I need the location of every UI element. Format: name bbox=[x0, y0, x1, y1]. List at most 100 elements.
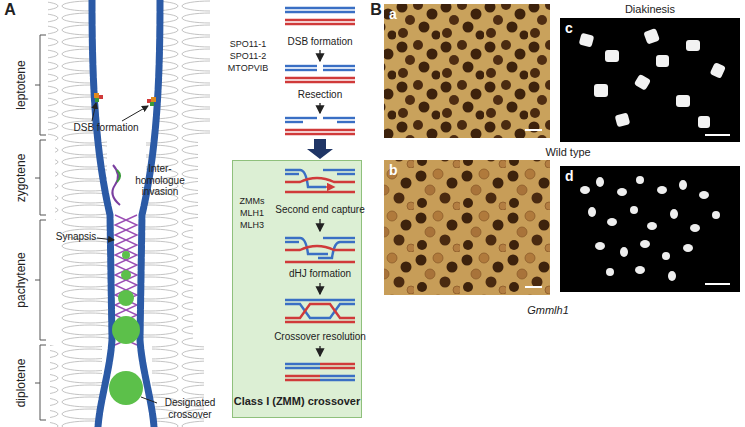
chromosome-spread bbox=[588, 207, 596, 217]
stage-label: diplotene bbox=[15, 359, 29, 408]
chromosome-spread bbox=[676, 95, 690, 107]
dna-duplex bbox=[323, 237, 355, 239]
strand-invasion bbox=[117, 170, 120, 182]
dna-duplex bbox=[285, 121, 303, 123]
chromosome-spread bbox=[634, 74, 651, 91]
chromosome-spread bbox=[620, 247, 628, 257]
callout-label: Inter-homologue invasion bbox=[125, 163, 195, 198]
step-label: Crossover resolution bbox=[274, 331, 366, 343]
micrograph-panel: a bbox=[384, 4, 550, 138]
crossover-focus bbox=[109, 251, 143, 405]
pollen-micrograph bbox=[384, 4, 550, 138]
micrograph-panel: b bbox=[384, 160, 550, 295]
chromosome-spread bbox=[679, 180, 687, 190]
dna-duplex bbox=[337, 121, 355, 123]
chromosome-spread bbox=[595, 242, 605, 250]
leader-line bbox=[92, 103, 96, 121]
protein-name: MTOPVIB bbox=[228, 63, 268, 73]
panel-letter: c bbox=[565, 20, 573, 36]
crossover-focus bbox=[121, 270, 131, 280]
chromosome-spread bbox=[686, 40, 700, 51]
chromosome-spread bbox=[670, 209, 678, 219]
dna-duplex bbox=[320, 375, 355, 377]
chromosome-spread bbox=[657, 186, 667, 194]
micrograph-panel: c bbox=[560, 18, 740, 142]
crossover-focus bbox=[112, 316, 140, 344]
chromosome-spread bbox=[615, 112, 631, 127]
chromosome-spread bbox=[605, 50, 619, 62]
dna-duplex bbox=[285, 367, 320, 369]
chromosome-spread bbox=[580, 176, 720, 281]
chromosome-spread bbox=[606, 268, 614, 276]
box-title: Class I (ZMM) crossover bbox=[234, 395, 361, 407]
dna-duplex bbox=[285, 11, 355, 13]
chromosome-spread bbox=[579, 28, 726, 128]
protein-name: SPO11-1 bbox=[230, 39, 266, 49]
chromosome-spread bbox=[640, 240, 650, 248]
dna-duplex bbox=[285, 77, 355, 79]
dna-duplex bbox=[323, 65, 355, 67]
dna-duplex bbox=[320, 379, 355, 381]
chromatin-loops bbox=[48, 0, 94, 140]
leader-line bbox=[141, 397, 157, 403]
leader-line bbox=[122, 106, 148, 121]
panel-title: Diakinesis bbox=[625, 3, 675, 16]
callout-label: Synapsis bbox=[56, 231, 97, 243]
dna-duplex bbox=[285, 117, 317, 119]
flow-arrow bbox=[319, 103, 320, 113]
chromosome-spread bbox=[636, 176, 644, 184]
dna-duplex bbox=[285, 23, 355, 25]
crossover-focus bbox=[118, 290, 134, 306]
chromosome-spread bbox=[560, 166, 740, 292]
callout-label: DSB formation bbox=[73, 122, 138, 134]
dna-duplex bbox=[285, 299, 355, 301]
chromatin-loops bbox=[158, 0, 210, 140]
protein-name: MLH1 bbox=[240, 208, 264, 218]
dsb-site bbox=[151, 97, 156, 102]
dsb-site bbox=[99, 95, 103, 99]
strand-invasion bbox=[112, 165, 120, 205]
chromosome-spread bbox=[705, 283, 730, 285]
dna-duplex bbox=[285, 191, 355, 193]
protein-name: MLH3 bbox=[240, 220, 264, 230]
stage-bracket bbox=[35, 140, 46, 215]
pollen-micrograph bbox=[384, 160, 550, 295]
dna-duplex bbox=[285, 69, 317, 71]
dsb-site bbox=[94, 93, 99, 98]
panel-letter: b bbox=[389, 162, 398, 178]
flow-arrow bbox=[319, 346, 320, 356]
dna-duplex bbox=[285, 81, 355, 83]
dna-duplex bbox=[285, 118, 355, 134]
chromosome-spread bbox=[705, 134, 730, 136]
flow-arrow bbox=[319, 283, 320, 294]
dna-duplex bbox=[320, 363, 355, 365]
step-label: DSB formation bbox=[287, 36, 352, 48]
dna-duplex bbox=[285, 261, 355, 263]
chromatin-loops bbox=[48, 0, 210, 427]
dna-duplex bbox=[323, 117, 355, 119]
chromosome-spread bbox=[690, 224, 700, 232]
dna-duplex bbox=[285, 7, 355, 9]
chromosome-axis bbox=[140, 0, 160, 427]
stage-bracket bbox=[35, 35, 46, 420]
dna-duplex bbox=[285, 65, 317, 67]
dna-duplex bbox=[285, 66, 355, 82]
genotype-label: Gmmlh1 bbox=[527, 304, 569, 317]
chromosome-spread bbox=[580, 186, 590, 194]
leader-line bbox=[97, 238, 114, 240]
dna-duplex bbox=[285, 133, 355, 135]
chromosome-spread bbox=[635, 266, 645, 274]
dna-duplex bbox=[323, 169, 355, 171]
dna-duplex bbox=[285, 379, 320, 381]
chromosome-spread bbox=[643, 28, 660, 45]
dna-duplex bbox=[285, 321, 355, 323]
flow-arrow bbox=[319, 219, 320, 231]
big-arrow bbox=[307, 139, 333, 159]
chromosome-spread bbox=[656, 55, 669, 67]
chromosome-axis bbox=[92, 0, 160, 427]
flow-arrow bbox=[319, 50, 320, 61]
chromosome-spread bbox=[647, 222, 657, 230]
stage-label: leptotene bbox=[15, 60, 29, 109]
dna-duplex bbox=[285, 241, 299, 243]
